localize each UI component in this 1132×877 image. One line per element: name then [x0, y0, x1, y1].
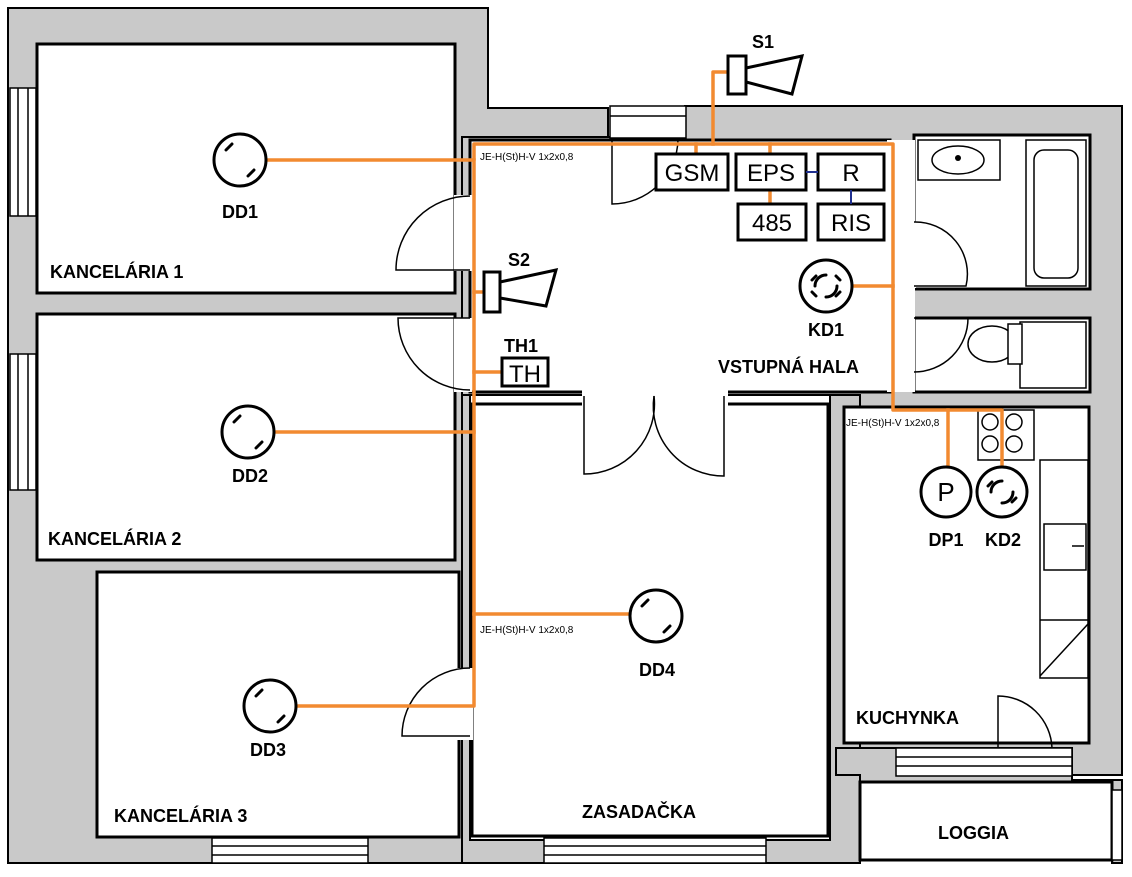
detector-dd4: DD4 [628, 588, 684, 680]
kitchen-counter [1039, 459, 1089, 679]
dd4-label: DD4 [639, 660, 675, 680]
cable-routes [263, 70, 1004, 708]
panel-r-label: R [842, 160, 859, 187]
window-zasadacka [543, 837, 767, 864]
th-box-label: TH [509, 361, 541, 388]
detector-kd2: KD2 [975, 465, 1029, 550]
panel-eps [734, 152, 808, 192]
th1-label: TH1 [504, 336, 538, 356]
cable-label-2: JE-H(St)H-V 1x2x0,8 [480, 625, 574, 636]
cable-panels [694, 142, 772, 206]
panel-485-label: 485 [752, 210, 792, 237]
room-loggia [858, 780, 1114, 862]
door-zas-right [652, 395, 725, 477]
room-label-hall: VSTUPNÁ HALA [718, 356, 859, 377]
panel-eps-label: EPS [747, 160, 795, 187]
door-wc [913, 317, 969, 373]
room-label-k3: KANCELÁRIA 3 [114, 805, 247, 826]
detector-dd2: DD2 [220, 404, 276, 486]
cable-label-3: JE-H(St)H-V 1x2x0,8 [846, 418, 940, 429]
detector-kd1: KD1 [798, 258, 854, 340]
window-k1 [9, 87, 37, 217]
windows [9, 87, 1123, 864]
room-label-kuchynka: KUCHYNKA [856, 708, 959, 728]
siren-s1-label: S1 [752, 32, 774, 52]
dp1-label: DP1 [928, 530, 963, 550]
room-label-zasadacka: ZASADAČKA [582, 801, 696, 822]
doors [395, 139, 1053, 749]
toilet-tank [1019, 321, 1087, 389]
detector-dp1: P DP1 [919, 465, 973, 550]
cable-trunk [294, 158, 476, 708]
window-hall [609, 105, 687, 139]
detector-dd1: DD1 [212, 132, 268, 222]
detector-dd3: DD3 [242, 678, 298, 760]
kd1-label: KD1 [808, 320, 844, 340]
panel-gsm-label: GSM [665, 160, 720, 187]
dd3-label: DD3 [250, 740, 286, 760]
room-label-k1: KANCELÁRIA 1 [50, 261, 183, 282]
door-k1 [395, 195, 471, 271]
door-k2 [397, 317, 471, 391]
thermo-th1: TH TH1 [500, 336, 550, 388]
room-label-loggia: LOGGIA [938, 823, 1009, 843]
panel-gsm [654, 152, 730, 192]
cable-label-1: JE-H(St)H-V 1x2x0,8 [480, 152, 574, 163]
panel-ris-label: RIS [831, 210, 871, 237]
window-kuchynka [895, 747, 1073, 777]
room-label-k2: KANCELÁRIA 2 [48, 528, 181, 549]
siren-s1: S1 [726, 32, 805, 96]
siren-s2: S2 [482, 250, 559, 314]
dp1-symbol: P [937, 477, 954, 507]
fixtures [917, 139, 1089, 679]
kd2-label: KD2 [985, 530, 1021, 550]
door-bath [913, 221, 969, 287]
door-kitchen [997, 695, 1053, 749]
cable-s1 [711, 70, 730, 146]
siren-s2-label: S2 [508, 250, 530, 270]
door-k3 [401, 667, 471, 737]
control-panels: GSM EPS R 485 RIS [654, 152, 886, 242]
window-loggia [1111, 789, 1123, 861]
bathtub [1025, 139, 1087, 287]
stove [977, 409, 1035, 461]
window-k3 [211, 837, 369, 864]
dd1-label: DD1 [222, 202, 258, 222]
dd2-label: DD2 [232, 466, 268, 486]
panel-485 [736, 202, 808, 242]
window-k2 [9, 353, 37, 491]
